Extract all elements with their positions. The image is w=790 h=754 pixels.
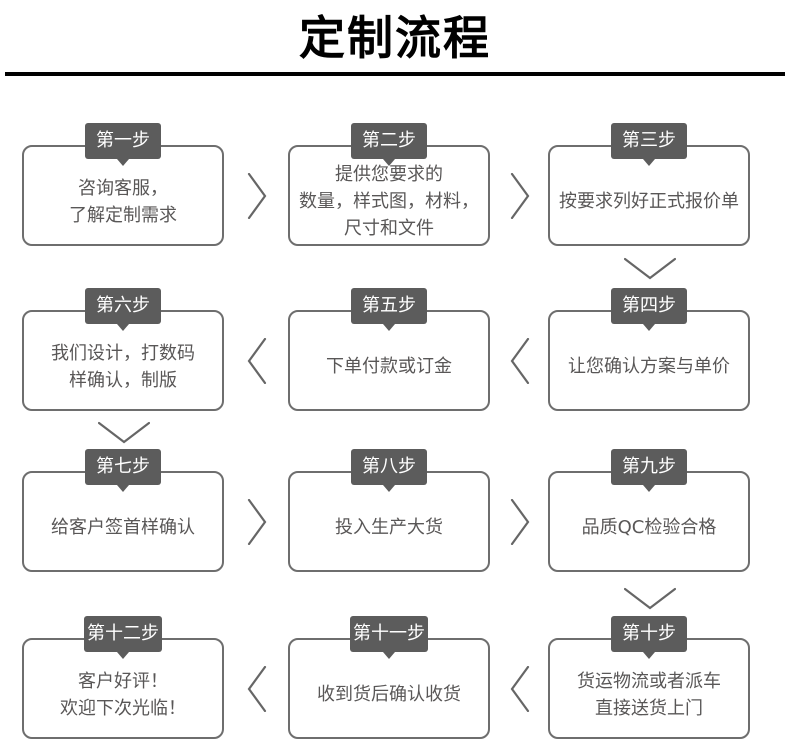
step-7-badge: 第七步 [85, 449, 161, 492]
step-badge-label: 第八步 [362, 456, 416, 477]
step-text-line: 收到货后确认收货 [317, 684, 461, 705]
flow-arrow-left-icon [510, 666, 530, 712]
step-8-badge: 第八步 [351, 449, 427, 492]
step-7-card: 第七步 给客户签首样确认 [22, 449, 224, 572]
step-8-card: 第八步 投入生产大货 [288, 449, 490, 572]
badge-notch-icon [643, 324, 655, 337]
flow-arrow-down-icon [624, 257, 676, 280]
step-text-line: 客户好评！ [78, 670, 168, 692]
badge-notch-icon [117, 485, 129, 498]
step-3-badge: 第三步 [611, 123, 687, 166]
page-title: 定制流程 [299, 11, 491, 65]
step-text-line: 按要求列好正式报价单 [559, 191, 739, 212]
step-3-card: 第三步 按要求列好正式报价单 [548, 123, 750, 246]
badge-notch-icon [643, 652, 655, 665]
step-1-card: 第一步 咨询客服， 了解定制需求 [22, 123, 224, 246]
step-5-badge: 第五步 [351, 288, 427, 331]
step-12-card: 第十二步 客户好评！ 欢迎下次光临！ [22, 616, 224, 739]
step-badge-label: 第一步 [96, 130, 150, 151]
badge-notch-icon [117, 159, 129, 172]
flow-arrow-down-icon [98, 421, 150, 444]
badge-notch-icon [117, 324, 129, 337]
step-badge-label: 第三步 [622, 130, 676, 151]
step-10-badge: 第十步 [611, 616, 687, 659]
step-text-line: 给客户签首样确认 [51, 517, 195, 538]
step-text-line: 货运物流或者派车 [577, 670, 721, 692]
step-text-line: 让您确认方案与单价 [568, 356, 730, 377]
badge-notch-icon [383, 485, 395, 498]
step-5-body: 下单付款或订金 [288, 310, 490, 411]
step-badge-label: 第九步 [622, 456, 676, 477]
step-text-line: 了解定制需求 [69, 204, 177, 226]
step-badge-label: 第七步 [96, 456, 150, 477]
flow-arrow-left-icon [510, 338, 530, 384]
step-badge-label: 第二步 [362, 130, 416, 151]
step-text-line: 样确认，制版 [69, 369, 177, 391]
title-divider [5, 72, 785, 76]
badge-notch-icon [383, 159, 395, 172]
flow-arrow-right-icon [247, 499, 267, 545]
badge-notch-icon [383, 324, 395, 337]
step-text-line: 提供您要求的 [335, 164, 443, 185]
step-badge-label: 第十一步 [353, 623, 425, 644]
step-12-badge: 第十二步 [84, 616, 162, 659]
step-2-card: 第二步 提供您要求的 数量，样式图，材料， 尺寸和文件 [288, 123, 490, 246]
flow-arrow-right-icon [510, 499, 530, 545]
badge-notch-icon [643, 159, 655, 172]
step-text-line: 咨询客服， [78, 177, 168, 199]
step-text-line: 直接送货上门 [595, 697, 703, 719]
step-9-body: 品质QC检验合格 [548, 471, 750, 572]
step-4-card: 第四步 让您确认方案与单价 [548, 288, 750, 411]
step-6-badge: 第六步 [85, 288, 161, 331]
step-text-line: 尺寸和文件 [344, 218, 434, 239]
step-2-badge: 第二步 [351, 123, 427, 166]
flow-arrow-left-icon [247, 666, 267, 712]
step-text-line: 下单付款或订金 [326, 356, 452, 377]
flow-arrow-right-icon [247, 173, 267, 219]
step-badge-label: 第五步 [362, 295, 416, 316]
badge-notch-icon [643, 485, 655, 498]
flow-arrow-left-icon [247, 338, 267, 384]
step-9-badge: 第九步 [611, 449, 687, 492]
step-1-badge: 第一步 [85, 123, 161, 166]
badge-notch-icon [117, 652, 129, 665]
step-4-badge: 第四步 [611, 288, 687, 331]
flow-arrow-down-icon [624, 587, 676, 610]
step-11-badge: 第十一步 [350, 616, 428, 659]
step-badge-label: 第十步 [622, 623, 676, 644]
step-text-line: 投入生产大货 [335, 517, 443, 538]
step-badge-label: 第六步 [96, 295, 150, 316]
step-text-line: 数量，样式图，材料， [299, 191, 479, 212]
step-5-card: 第五步 下单付款或订金 [288, 288, 490, 411]
step-text-line: 品质QC检验合格 [581, 517, 717, 538]
step-text-line: 欢迎下次光临！ [60, 697, 186, 719]
step-9-card: 第九步 品质QC检验合格 [548, 449, 750, 572]
step-badge-label: 第四步 [622, 295, 676, 316]
step-11-card: 第十一步 收到货后确认收货 [288, 616, 490, 739]
badge-notch-icon [383, 652, 395, 665]
step-10-card: 第十步 货运物流或者派车 直接送货上门 [548, 616, 750, 739]
step-badge-label: 第十二步 [87, 623, 159, 644]
step-6-card: 第六步 我们设计，打数码 样确认，制版 [22, 288, 224, 411]
flow-arrow-right-icon [510, 173, 530, 219]
step-text-line: 我们设计，打数码 [51, 342, 195, 364]
